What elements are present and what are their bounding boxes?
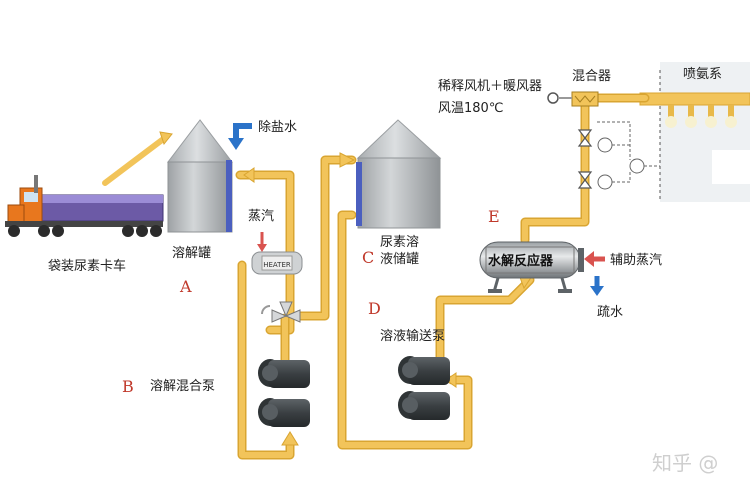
reactor-label: 水解反应器	[488, 253, 554, 269]
reactor-feed-pipe	[437, 277, 533, 368]
drain-arrow	[590, 276, 604, 296]
storage-tank	[356, 119, 442, 229]
mixer	[571, 91, 599, 107]
letter-e: E	[488, 207, 500, 226]
three-way-valve[interactable]	[261, 301, 301, 323]
desalted-water-arrow	[228, 123, 252, 150]
pump-inlet-arrow	[281, 431, 299, 446]
aux-steam-arrow	[584, 251, 605, 267]
transfer-inlet-arrow	[445, 372, 457, 388]
storage-tank-label-2: 液储罐	[380, 252, 419, 267]
mixer-label: 混合器	[572, 69, 611, 84]
ammonia-system-label: 喷氨系	[683, 67, 722, 82]
heater-tag: HEATER	[263, 261, 291, 269]
instrument-loop	[597, 121, 660, 190]
steam-heater: HEATER	[251, 232, 303, 275]
storage-tank-label-1: 尿素溶	[380, 235, 419, 250]
chamber-window	[712, 150, 750, 184]
letter-a: A	[179, 277, 192, 296]
conveyor-arrow-head	[159, 131, 173, 146]
fan-heater-label: 稀释风机＋暖风器	[438, 79, 542, 94]
air-temp-label: 风温180℃	[438, 101, 503, 116]
ammonia-header-pipe	[639, 92, 750, 106]
storage-inlet-arrow	[339, 152, 356, 168]
transfer-pump-2	[398, 391, 450, 420]
mix-pump-label: 溶解混合泵	[150, 379, 215, 394]
truck-label: 袋装尿素卡车	[48, 258, 126, 274]
dissolve-tank-level-gauge	[226, 160, 232, 232]
aux-steam-label: 辅助蒸汽	[610, 253, 662, 268]
fan-inlet-valve[interactable]	[547, 92, 572, 104]
mix-pump-2	[258, 398, 310, 427]
storage-fill-pipe	[297, 157, 355, 319]
nozzle-row	[665, 105, 737, 128]
return-arrow-head	[243, 167, 255, 183]
dissolve-tank	[166, 119, 234, 233]
steam-label: 蒸汽	[248, 209, 274, 224]
feed-conveyor-pipe	[102, 137, 165, 186]
dissolve-tank-label: 溶解罐	[172, 246, 211, 261]
mix-pump-1	[258, 359, 310, 388]
ammonia-gas-pipe	[522, 102, 588, 243]
transfer-pump-1	[398, 356, 450, 385]
letter-c: C	[362, 248, 374, 267]
transfer-suction-pipe	[339, 212, 471, 448]
pump-suction-pipe	[239, 262, 293, 458]
ammonia-system-area	[639, 62, 750, 202]
watermark: 知乎 @	[652, 451, 718, 475]
drain-label: 疏水	[597, 305, 623, 320]
letter-b: B	[122, 377, 134, 396]
desalted-water-label: 除盐水	[258, 120, 297, 135]
letter-d: D	[368, 299, 381, 318]
transfer-pump-label: 溶液输送泵	[380, 328, 445, 344]
hydrolysis-reactor	[479, 241, 584, 293]
storage-tank-level-gauge	[356, 162, 362, 226]
control-valves	[577, 129, 593, 189]
urea-truck	[5, 175, 164, 237]
steam-inlet-arrow	[257, 244, 267, 252]
